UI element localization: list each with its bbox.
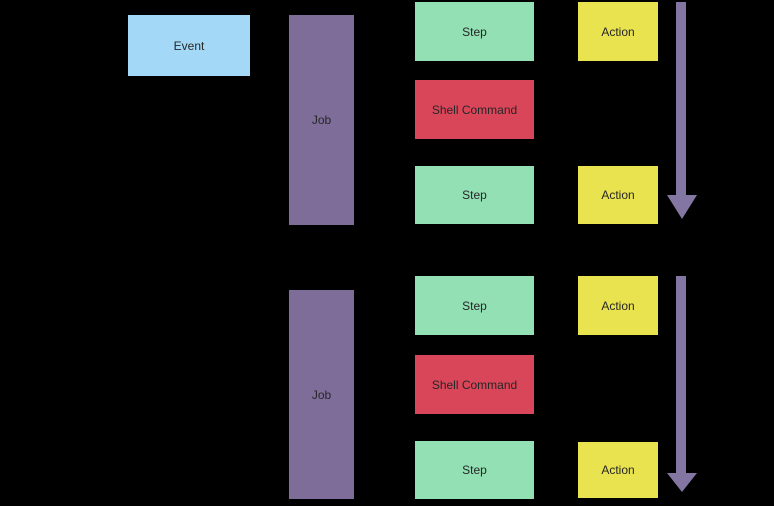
job-1-action-2-node: Action	[578, 166, 658, 224]
job-2-step-1-node: Step	[415, 276, 534, 335]
job-1-step-1-node: Step	[415, 2, 534, 61]
down-arrow-icon	[667, 2, 697, 219]
job-1-action-1-node: Action	[578, 2, 658, 61]
job-1-shell-command-node: Shell Command	[415, 80, 534, 139]
job-2-action-1-node: Action	[578, 276, 658, 335]
event-node: Event	[128, 15, 250, 76]
job-2-shell-command-node: Shell Command	[415, 355, 534, 414]
job-1-step-2-node: Step	[415, 166, 534, 224]
job-2-step-2-node: Step	[415, 441, 534, 499]
job-1-node: Job	[289, 15, 354, 225]
job-2-node: Job	[289, 290, 354, 499]
down-arrow-icon	[667, 276, 697, 492]
job-2-action-2-node: Action	[578, 442, 658, 498]
